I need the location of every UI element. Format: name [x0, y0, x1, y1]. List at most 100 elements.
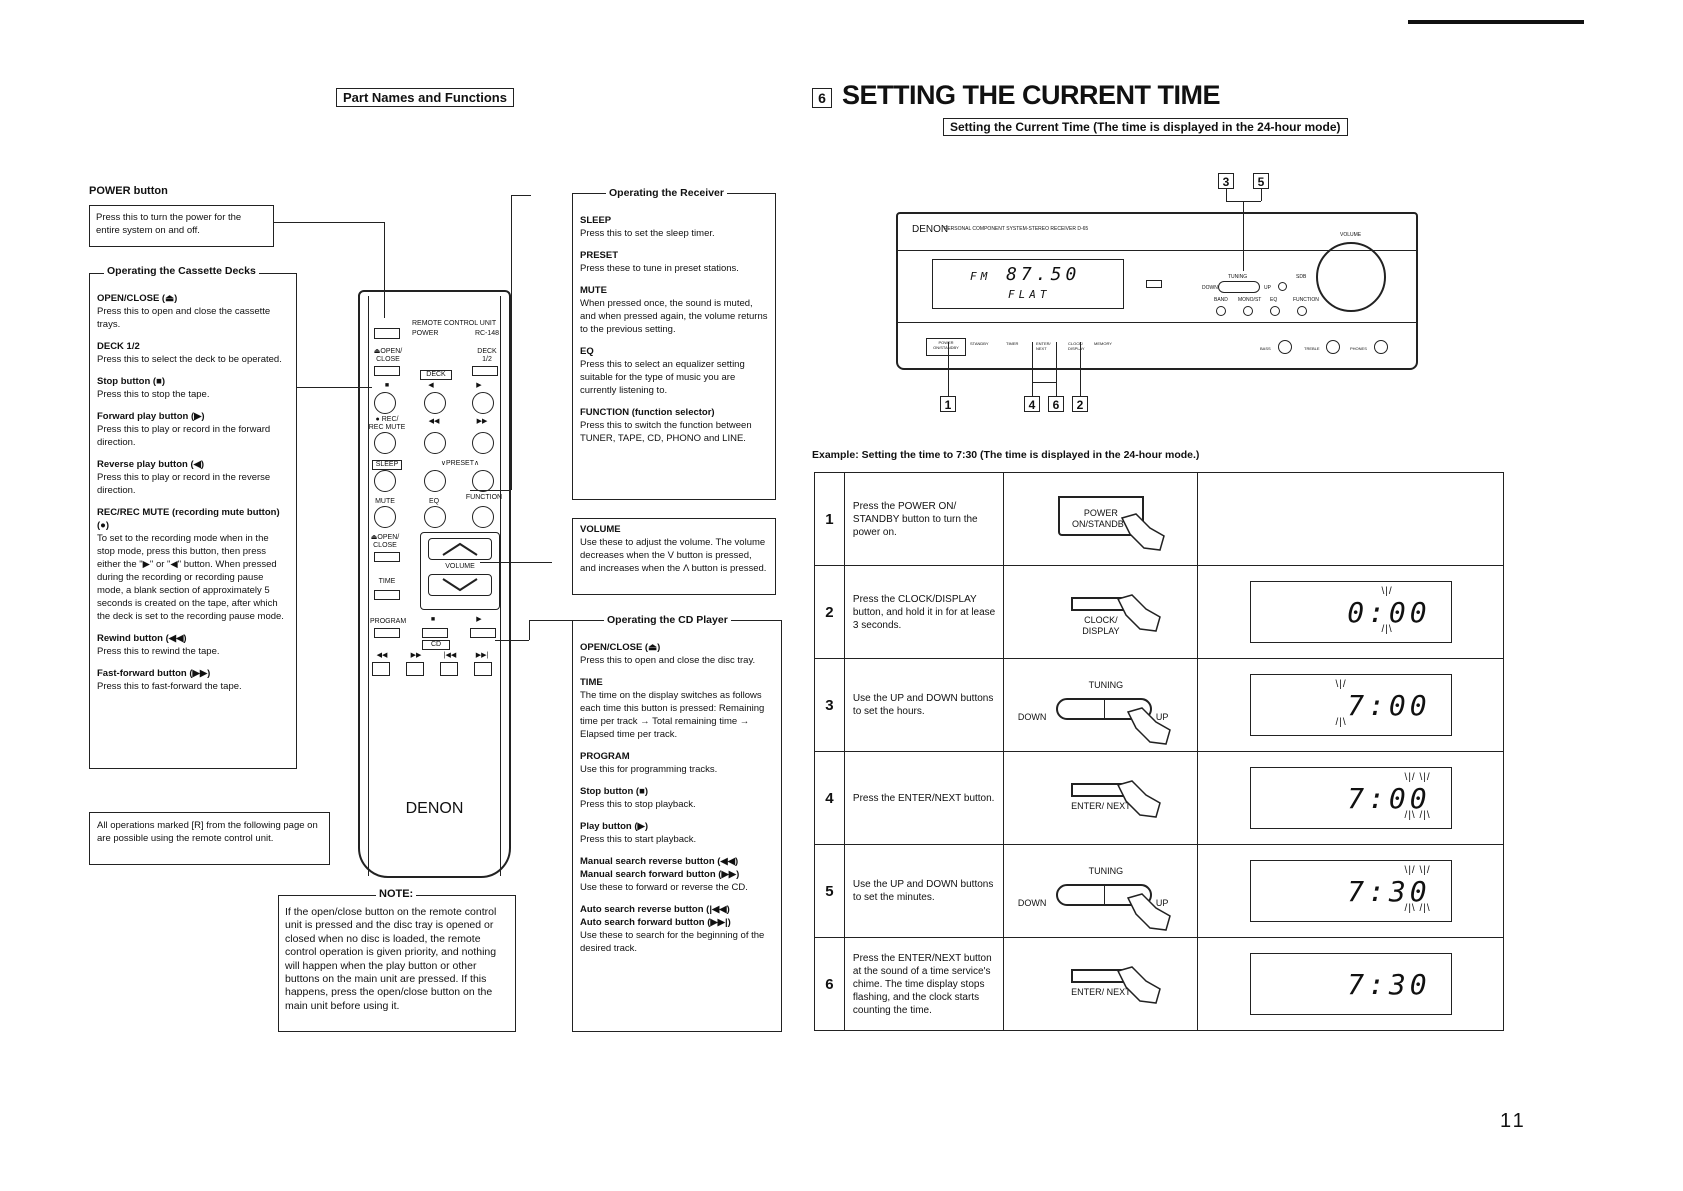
cassette-item-text: Press this to play or record in the reve…	[97, 472, 271, 496]
callout-3: 3	[1218, 173, 1234, 189]
table-row: 2 Press the CLOCK/DISPLAY button, and ho…	[814, 565, 1504, 659]
remote-cd-tag: CD	[422, 640, 450, 650]
unit-band-button[interactable]	[1216, 306, 1226, 316]
step-button-label: POWER ON/STANDBY	[1071, 507, 1130, 529]
blink-marks: /|\	[1335, 717, 1347, 728]
remote-stop-button[interactable]	[374, 392, 396, 414]
cd-item-text: Press this to open and close the disc tr…	[580, 655, 756, 666]
unit-panel-line	[898, 250, 1416, 251]
remote-cassette-open-button[interactable]	[374, 366, 400, 376]
power-label: POWER button	[89, 185, 168, 197]
clock-display: 7:30	[1249, 953, 1452, 1015]
remote-cd-open-button[interactable]	[374, 552, 400, 562]
remote-time-label: TIME	[378, 578, 396, 585]
remote-manual-reverse-button[interactable]	[372, 662, 390, 676]
step-text: Press the ENTER/NEXT button at the sound…	[843, 937, 1005, 1031]
leader-line	[384, 222, 385, 318]
remote-deck-label: DECK 1/2	[477, 348, 497, 363]
page-number: 11	[1500, 1110, 1527, 1132]
remote-function-button[interactable]	[472, 506, 494, 528]
remote-mute-button[interactable]	[374, 506, 396, 528]
remote-rec-button[interactable]	[374, 432, 396, 454]
remote-preset-down-button[interactable]	[424, 470, 446, 492]
unit-freq-display: FM 87.50	[970, 264, 1080, 285]
remote-auto-forward-button[interactable]	[474, 662, 492, 676]
unit-up-label: UP	[1264, 285, 1271, 291]
receiver-item-name: SLEEP	[580, 215, 612, 226]
section-number: 6	[812, 88, 832, 108]
remote-preset-up-button[interactable]	[472, 470, 494, 492]
leader-line	[495, 640, 529, 641]
step-display-cell: \|/ /|\ 7:00	[1197, 658, 1504, 752]
note-header: NOTE:	[376, 888, 417, 900]
unit-function-button[interactable]	[1297, 306, 1307, 316]
unit-eq-display: FLAT	[1008, 288, 1051, 301]
cd-item-text: Use these to forward or reverse the CD.	[580, 882, 748, 893]
unit-bass-knob[interactable]	[1278, 340, 1292, 354]
unit-standby-label: STANDBY	[970, 341, 989, 346]
cd-item-name: Play button (▶)	[580, 821, 648, 832]
leader-line	[470, 490, 511, 491]
remote-deck-button[interactable]	[472, 366, 498, 376]
unit-sdb-button[interactable]	[1278, 282, 1287, 291]
unit-bass-label: BASS	[1260, 346, 1271, 351]
remote-eq-button[interactable]	[424, 506, 446, 528]
receiver-item-name: FUNCTION (function selector)	[580, 407, 715, 418]
remote-control: REMOTE CONTROL UNIT POWER RC-148 ⏏OPEN/ …	[358, 290, 511, 878]
leader-line	[529, 620, 574, 621]
leader-line	[511, 195, 531, 196]
remote-deck-tag: DECK	[420, 370, 452, 380]
remote-power-button[interactable]	[374, 328, 400, 339]
unit-phones-jack[interactable]	[1374, 340, 1388, 354]
cd-item-name: Stop button (■)	[580, 786, 648, 797]
unit-volume-knob[interactable]	[1316, 242, 1386, 312]
remote-program-button[interactable]	[374, 628, 400, 638]
hand-pointer-icon	[1116, 965, 1161, 1004]
step-button-label: ENTER/ NEXT	[1071, 800, 1131, 811]
remote-volume-down-button[interactable]	[428, 574, 492, 596]
callout-5: 5	[1253, 173, 1269, 189]
power-standby-button[interactable]	[1057, 495, 1144, 536]
note-box: If the open/close button on the remote c…	[278, 895, 516, 1032]
step-text: Press the ENTER/NEXT button.	[843, 751, 1005, 845]
auto-forward-icon: ▶▶|	[475, 652, 489, 659]
unit-mono-label: MONO/ST	[1238, 297, 1262, 303]
unit-treble-knob[interactable]	[1326, 340, 1340, 354]
hand-pointer-icon	[1116, 779, 1161, 818]
unit-enter-label: ENTER/ NEXT	[1036, 341, 1051, 351]
remote-model: RC-148	[474, 330, 500, 337]
unit-tuning-rocker[interactable]	[1218, 281, 1260, 293]
unit-power-button[interactable]	[926, 338, 966, 356]
remote-sleep-button[interactable]	[374, 470, 396, 492]
remote-manual-forward-button[interactable]	[406, 662, 424, 676]
remote-rewind-button[interactable]	[424, 432, 446, 454]
down-label: DOWN	[1017, 711, 1047, 722]
unit-mono-button[interactable]	[1243, 306, 1253, 316]
remote-auto-reverse-button[interactable]	[440, 662, 458, 676]
hand-pointer-icon	[1116, 593, 1161, 632]
remote-time-button[interactable]	[374, 590, 400, 600]
unit-sdb-label: SDB	[1296, 274, 1307, 280]
display-time: 7:30	[1347, 968, 1431, 1001]
leader-line	[480, 562, 552, 563]
remote-cd-play-button[interactable]	[470, 628, 496, 638]
cassette-item-name: DECK 1/2	[97, 341, 140, 352]
cd-header: Operating the CD Player	[604, 614, 731, 626]
remote-mute-label: MUTE	[375, 498, 395, 505]
unit-display-window	[932, 259, 1124, 309]
hand-pointer-icon	[1120, 512, 1165, 551]
remote-cd-stop-button[interactable]	[422, 628, 448, 638]
receiver-item-text: When pressed once, the sound is muted, a…	[580, 298, 768, 335]
down-label: DOWN	[1017, 897, 1047, 908]
cd-item-name: Manual search reverse button (◀◀) Manual…	[580, 856, 740, 880]
volume-name: VOLUME	[580, 524, 621, 535]
remote-reverse-play-button[interactable]	[424, 392, 446, 414]
remote-program-label: PROGRAM	[370, 618, 407, 625]
hand-pointer-icon	[1126, 706, 1171, 745]
display-time: 0:00	[1347, 596, 1431, 629]
unit-clock-label: CLOCK/ DISPLAY	[1068, 341, 1085, 351]
unit-eq-button[interactable]	[1270, 306, 1280, 316]
remote-volume-up-button[interactable]	[428, 538, 492, 560]
remote-fast-forward-button[interactable]	[472, 432, 494, 454]
remote-forward-play-button[interactable]	[472, 392, 494, 414]
